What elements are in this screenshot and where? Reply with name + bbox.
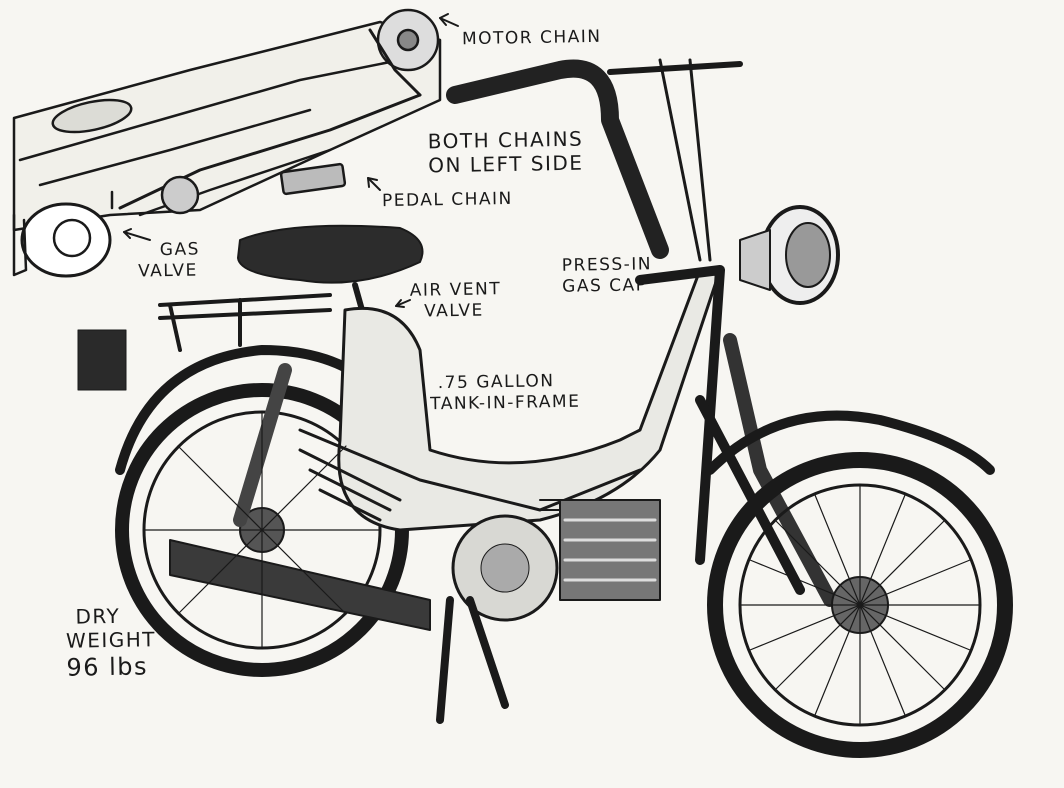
- label-motor-chain-text: MOTOR CHAIN: [461, 26, 602, 50]
- label-press-in-gas-cap: PRESS-IN GAS CAP: [562, 254, 653, 298]
- label-gas-valve-line-2: VALVE: [138, 260, 199, 282]
- label-pedal-chain-text: PEDAL CHAIN: [381, 188, 513, 212]
- label-dry-weight-line-1: DRY: [75, 603, 121, 629]
- label-pedal-chain: PEDAL CHAIN: [382, 189, 513, 212]
- label-gas-valve: GAS VALVE: [138, 239, 201, 282]
- label-gas-cap-line-1: PRESS-IN: [561, 254, 653, 276]
- label-dry-weight-line-3: 96 lbs: [66, 652, 149, 682]
- muffler: [169, 539, 431, 631]
- label-both-chains-line-1: BOTH CHAINS: [427, 126, 584, 154]
- label-tank-line-1: .75 GALLON: [437, 371, 555, 394]
- front-tire: [707, 452, 1013, 758]
- label-dry-weight-line-2: WEIGHT: [65, 627, 157, 653]
- label-arrows: [123, 13, 459, 308]
- label-air-vent-line-1: AIR VENT: [409, 279, 502, 301]
- label-gas-cap-line-2: GAS CAP: [562, 275, 648, 297]
- moped: [77, 58, 1013, 758]
- label-gas-valve-line-1: GAS: [159, 239, 201, 261]
- label-tank: .75 GALLON TANK-IN-FRAME: [430, 371, 581, 416]
- label-dry-weight: DRY WEIGHT 96 lbs: [65, 603, 156, 683]
- label-air-vent-line-2: VALVE: [424, 300, 485, 322]
- rear-light: [77, 329, 127, 391]
- label-motor-chain: MOTOR CHAIN: [462, 27, 602, 50]
- handlebars: [446, 59, 669, 259]
- chain-inset-sketch: [12, 8, 442, 278]
- label-tank-line-2: TANK-IN-FRAME: [430, 391, 581, 415]
- seat: [237, 224, 424, 284]
- label-both-chains-line-2: ON LEFT SIDE: [428, 150, 584, 178]
- label-both-chains: BOTH CHAINS ON LEFT SIDE: [428, 127, 584, 178]
- frame: [337, 268, 722, 532]
- label-air-vent-valve: AIR VENT VALVE: [410, 279, 502, 323]
